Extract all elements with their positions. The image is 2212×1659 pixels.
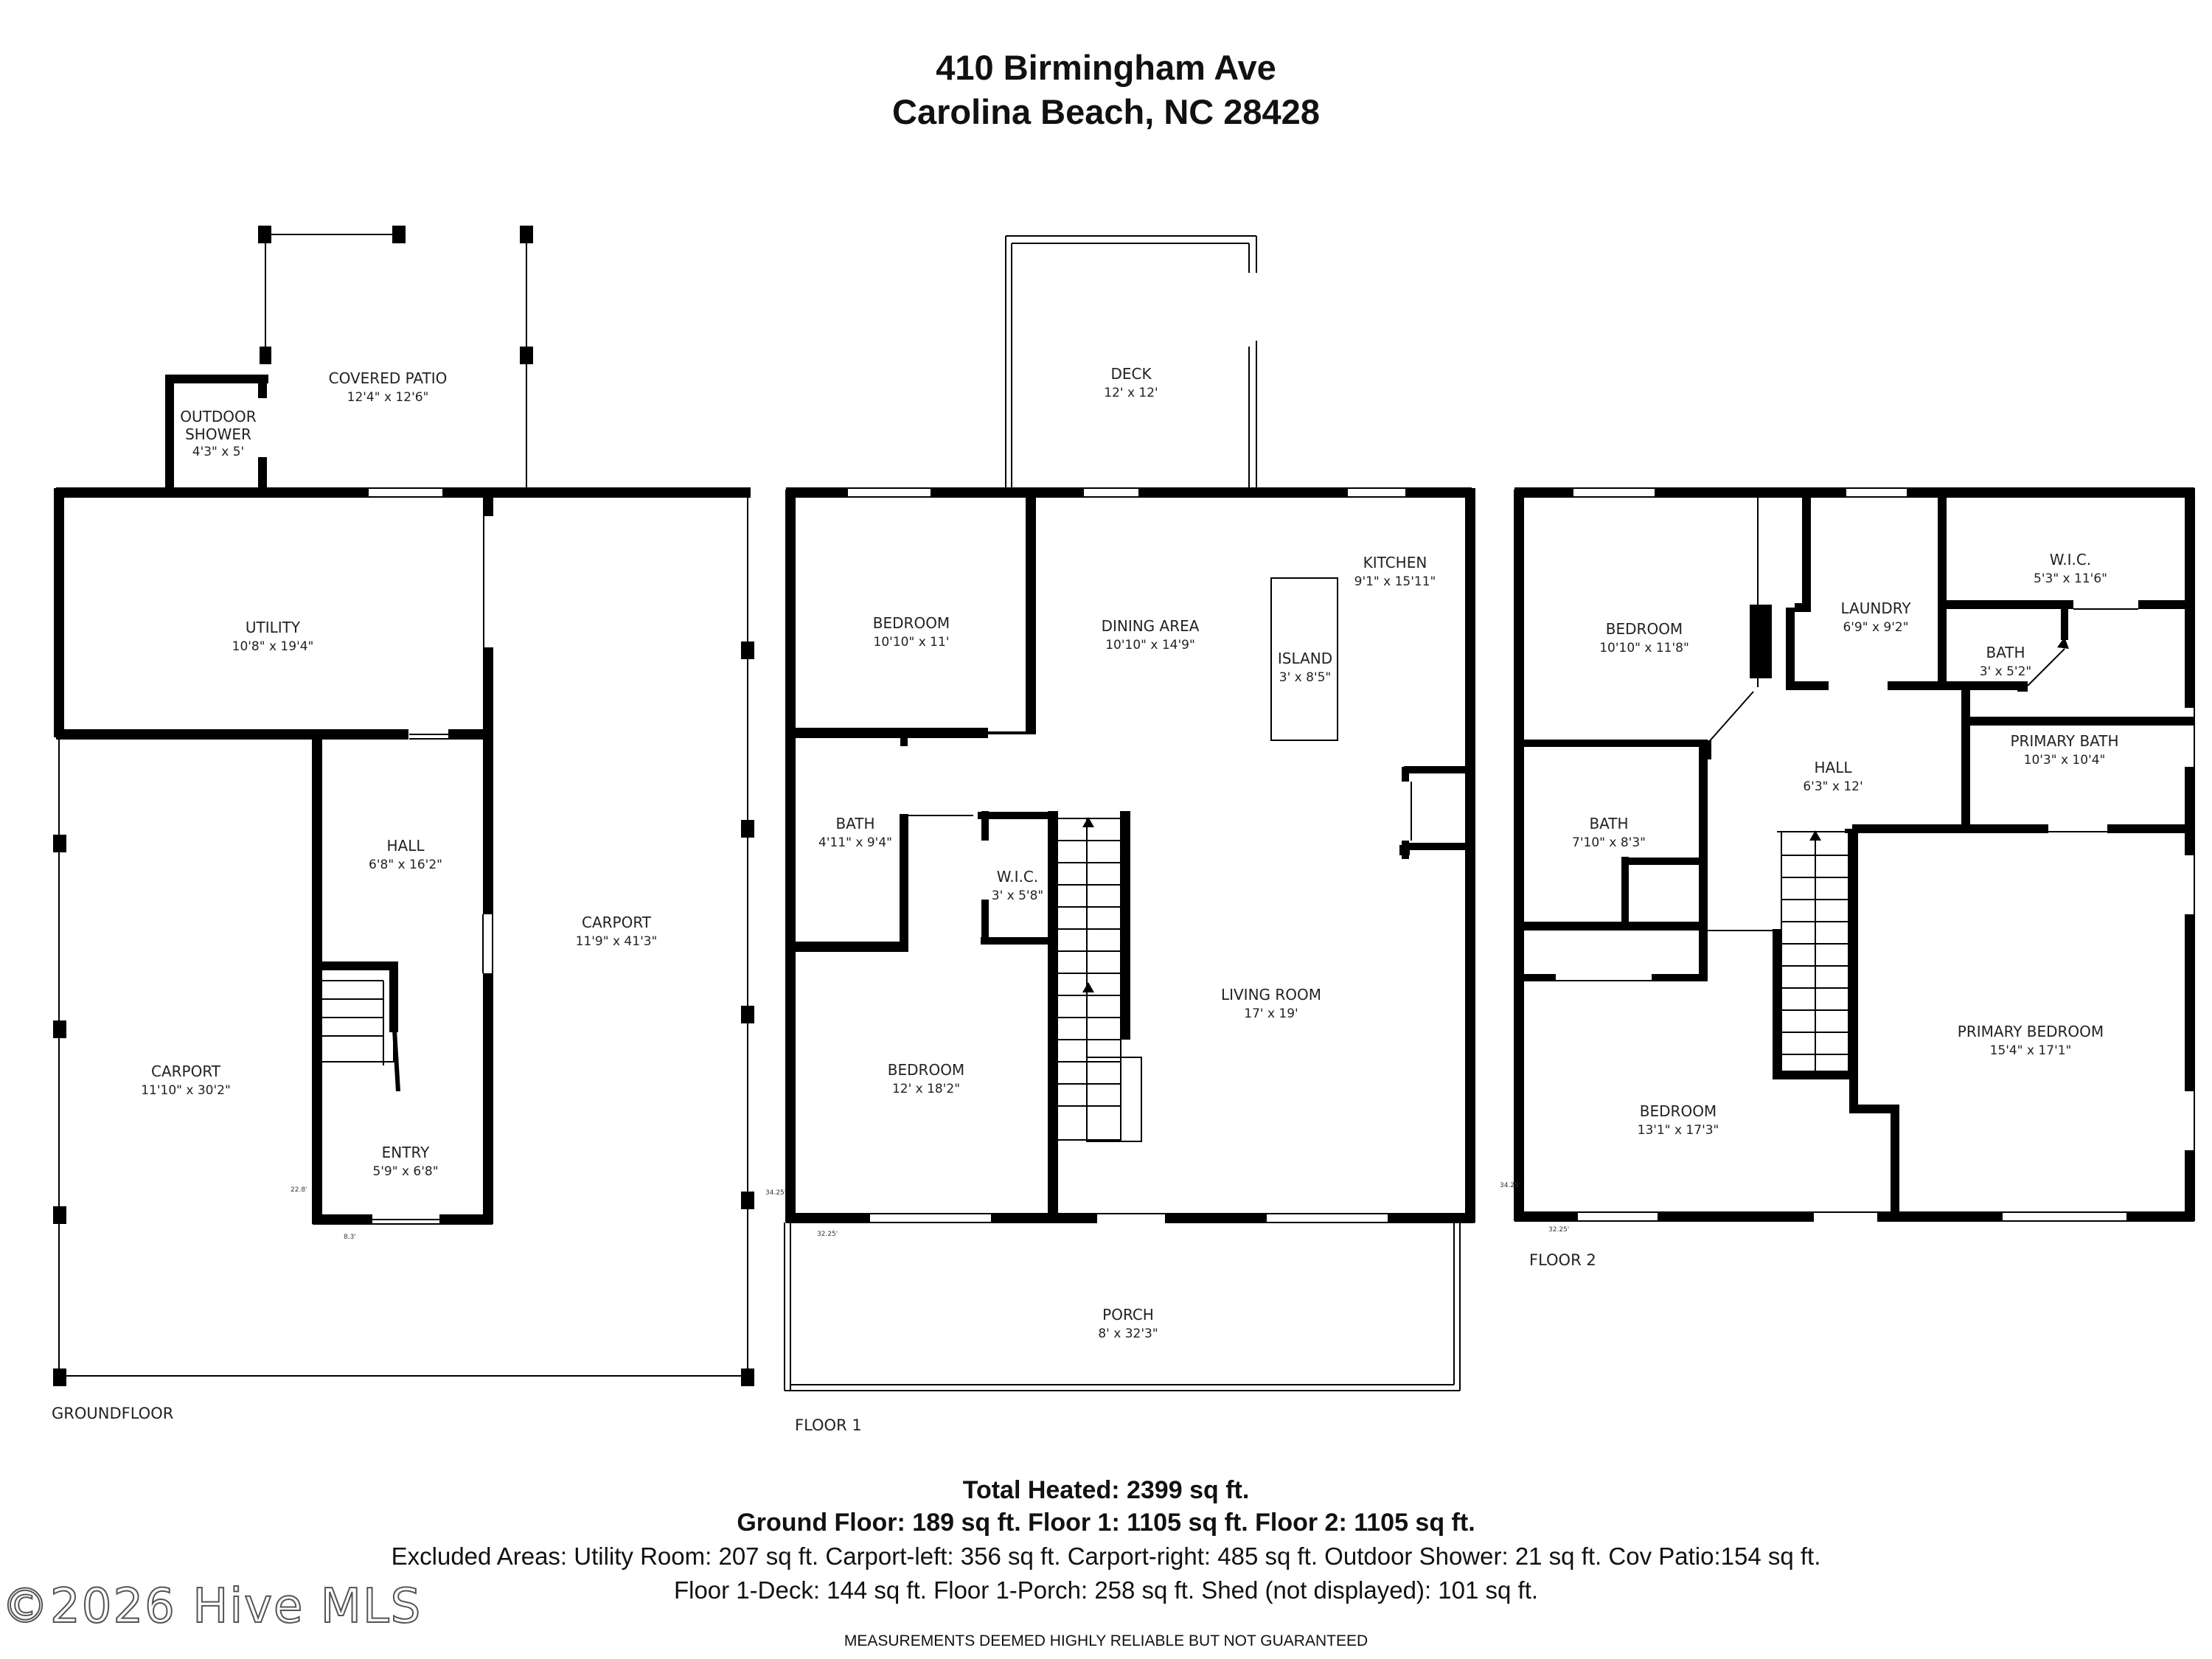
floor-2-walls (1514, 487, 2195, 1222)
dimension-mark: 34.25' (765, 1189, 786, 1197)
room-dims: 6'9" x 9'2" (1843, 620, 1908, 635)
ground-floor-label: GROUNDFLOOR (52, 1405, 173, 1422)
room-name: BEDROOM (873, 614, 950, 632)
room-name: SHOWER (185, 425, 251, 443)
room-name: UTILITY (246, 619, 301, 636)
room-dims: 9'1" x 15'11" (1354, 574, 1436, 589)
room-name: PRIMARY BATH (2010, 732, 2118, 750)
floor-areas: Ground Floor: 189 sq ft. Floor 1: 1105 s… (737, 1509, 1475, 1537)
dimension-mark: 32.25' (1548, 1226, 1569, 1234)
total-heated: Total Heated: 2399 sq ft. (962, 1476, 1250, 1504)
room-name: HALL (386, 837, 425, 855)
room-name: ENTRY (382, 1144, 430, 1161)
room-dims: 3' x 5'8" (992, 888, 1043, 903)
room-name: PRIMARY BEDROOM (1958, 1023, 2104, 1040)
room-name: CARPORT (151, 1062, 221, 1080)
room-name: CARPORT (582, 914, 652, 931)
room-name: BATH (1986, 644, 2025, 661)
room-name: KITCHEN (1363, 554, 1427, 571)
excluded-areas-line-1: Excluded Areas: Utility Room: 207 sq ft.… (391, 1543, 1821, 1570)
room-dims: 4'11" x 9'4" (818, 835, 892, 850)
floor-1-walls (784, 235, 1475, 1391)
floor-1-fills (1082, 817, 1410, 992)
room-dims: 11'10" x 30'2" (141, 1083, 231, 1098)
dimension-mark: 34.25' (1500, 1182, 1520, 1189)
room-name: W.I.C. (2050, 551, 2091, 568)
room-dims: 10'10" x 11' (874, 635, 950, 650)
room-name: COVERED PATIO (329, 369, 448, 387)
room-dims: 7'10" x 8'3" (1572, 835, 1646, 850)
floor-2-fills (1809, 637, 2069, 841)
excluded-areas-line-2: Floor 1-Deck: 144 sq ft. Floor 1-Porch: … (673, 1576, 1539, 1604)
room-name: OUTDOOR (180, 408, 256, 425)
room-name: BATH (835, 815, 874, 832)
room-dims: 4'3" x 5' (192, 445, 244, 459)
room-dims: 11'9" x 41'3" (576, 934, 658, 949)
ground-floor-posts (53, 226, 754, 1386)
room-dims: 8' x 32'3" (1098, 1326, 1158, 1341)
room-name: BEDROOM (1640, 1102, 1717, 1120)
dimension-mark: 22.8' (291, 1186, 307, 1194)
room-name: DINING AREA (1102, 617, 1200, 635)
disclaimer: MEASUREMENTS DEEMED HIGHLY RELIABLE BUT … (844, 1632, 1368, 1649)
room-dims: 12' x 18'2" (892, 1082, 960, 1096)
room-labels: OUTDOOR SHOWER 4'3" x 5' COVERED PATIO 1… (141, 365, 2118, 1341)
ground-floor-walls (54, 234, 751, 1379)
dimension-mark: 32.25' (817, 1231, 838, 1238)
room-name: BATH (1589, 815, 1628, 832)
room-dims: 17' x 19' (1244, 1006, 1298, 1021)
room-dims: 10'3" x 10'4" (2024, 753, 2106, 768)
room-name: BEDROOM (1606, 620, 1683, 638)
room-dims: 3' x 5'2" (1980, 664, 2031, 679)
room-dims: 5'9" x 6'8" (372, 1164, 438, 1179)
room-name: ISLAND (1278, 650, 1332, 667)
room-dims: 10'10" x 11'8" (1599, 641, 1689, 655)
floor-1-label: FLOOR 1 (795, 1416, 862, 1434)
mls-watermark: ©2026 Hive MLS (1, 1579, 422, 1635)
address-line-1: 410 Birmingham Ave (936, 48, 1276, 87)
dimension-marks: 22.8' 8.3' 34.25' 32.25' 34.25' 32.25' (291, 1182, 1569, 1241)
room-dims: 12' x 12' (1104, 386, 1158, 400)
floor-2-label: FLOOR 2 (1529, 1251, 1596, 1269)
room-dims: 12'4" x 12'6" (347, 390, 429, 405)
room-dims: 6'3" x 12' (1803, 779, 1863, 794)
room-name: HALL (1814, 759, 1852, 776)
floor-labels: GROUNDFLOOR FLOOR 1 FLOOR 2 (52, 1251, 1596, 1434)
room-dims: 13'1" x 17'3" (1638, 1123, 1719, 1138)
room-dims: 3' x 8'5" (1279, 670, 1331, 685)
room-name: DECK (1110, 365, 1152, 383)
room-dims: 15'4" x 17'1" (1990, 1043, 2072, 1058)
address-line-2: Carolina Beach, NC 28428 (892, 92, 1320, 131)
room-dims: 10'10" x 14'9" (1105, 638, 1195, 653)
room-name: BEDROOM (888, 1061, 964, 1079)
room-name: W.I.C. (997, 868, 1038, 886)
room-dims: 6'8" x 16'2" (369, 858, 442, 872)
room-name: PORCH (1102, 1306, 1154, 1324)
room-dims: 10'8" x 19'4" (232, 639, 314, 654)
room-dims: 5'3" x 11'6" (2034, 571, 2107, 586)
room-name: LIVING ROOM (1221, 986, 1321, 1004)
room-name: LAUNDRY (1840, 599, 1911, 617)
dimension-mark: 8.3' (344, 1234, 356, 1241)
